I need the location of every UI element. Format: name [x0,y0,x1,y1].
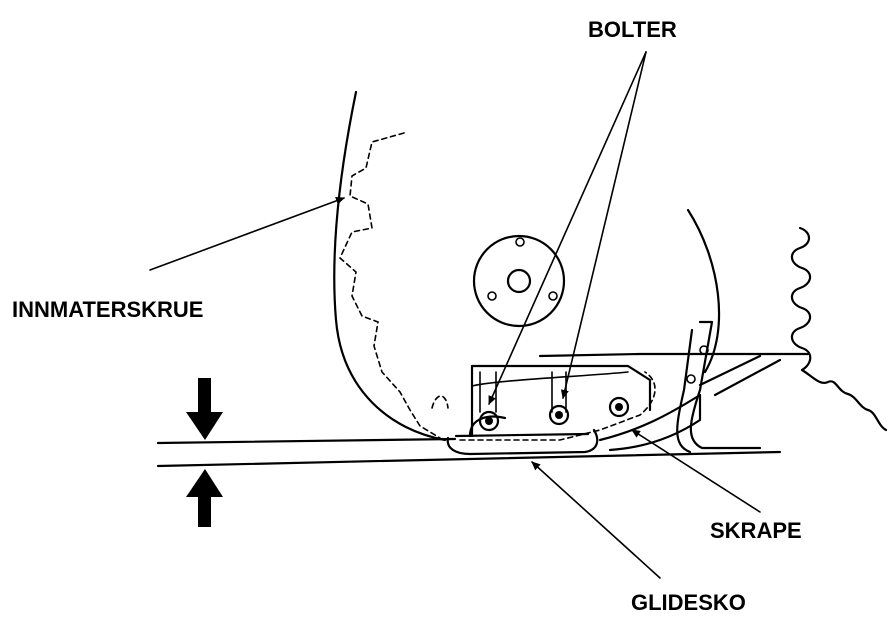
arrow-up-icon [186,469,223,527]
bolt-leader-right [560,51,647,399]
scraper-leader [631,429,761,513]
skid-shoe [446,364,652,456]
bolt-leader-left [488,51,647,405]
cutaway-edge [790,226,888,432]
ground-lines [156,437,782,468]
leader-arrows [149,51,761,579]
label-auger: INNMATERSKRUE [12,297,203,322]
scraper-bar [538,320,810,454]
auger-leader [149,197,345,271]
label-skid: GLIDESKO [631,590,746,615]
auger-outline [339,132,656,441]
auger-housing [333,90,721,442]
arrow-down-icon [186,378,223,440]
skid-leader [531,461,661,579]
clearance-arrows [186,378,223,527]
pulley [472,234,566,328]
label-bolts: BOLTER [588,17,677,42]
label-scraper: SKRAPE [710,518,802,543]
